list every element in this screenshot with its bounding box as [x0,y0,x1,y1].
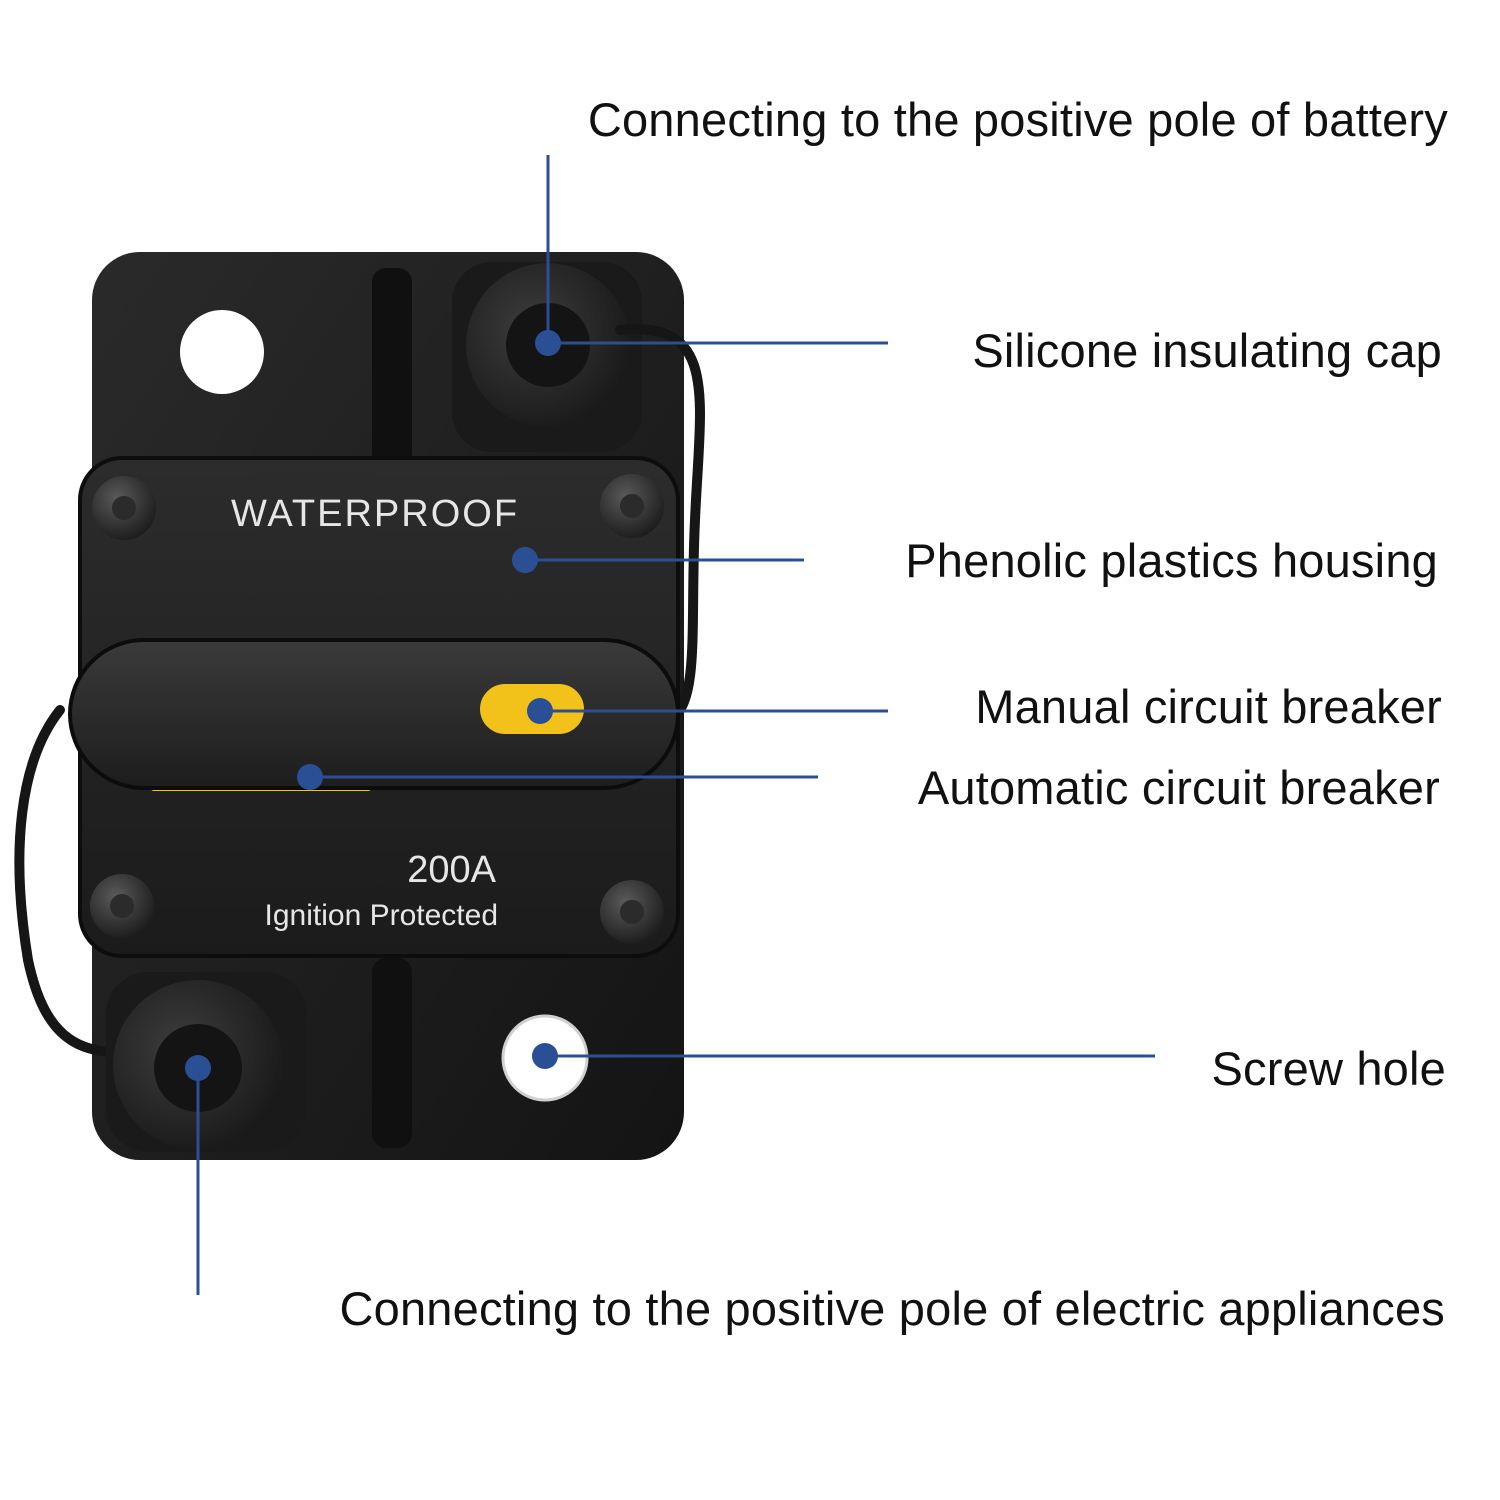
leader-manual [527,698,888,724]
leader-appliance [185,1055,211,1295]
leader-automatic [297,764,818,790]
label-screw-hole: Screw hole [1211,1042,1446,1095]
label-insulating-cap: Silicone insulating cap [972,324,1442,377]
label-automatic-breaker: Automatic circuit breaker [917,761,1440,814]
housing-label: WATERPROOF [231,493,519,535]
bolt-icon [600,880,664,944]
rating-label: 200A [407,849,496,891]
label-appliance-terminal: Connecting to the positive pole of elect… [339,1282,1445,1335]
body-slot [372,268,412,468]
body-slot [372,958,412,1148]
label-manual-breaker: Manual circuit breaker [975,680,1442,733]
bolt-icon [600,474,664,538]
rating-note: Ignition Protected [265,899,498,932]
leader-housing [512,547,804,573]
label-battery-terminal: Connecting to the positive pole of batte… [587,93,1448,146]
mounting-hole [180,310,264,394]
bolt-icon [92,476,156,540]
manual-breaker-lever [68,638,680,790]
bolt-icon [90,874,154,938]
leader-screw [532,1043,1155,1069]
label-housing: Phenolic plastics housing [905,534,1438,587]
cap-tether-bottom [14,705,155,1058]
